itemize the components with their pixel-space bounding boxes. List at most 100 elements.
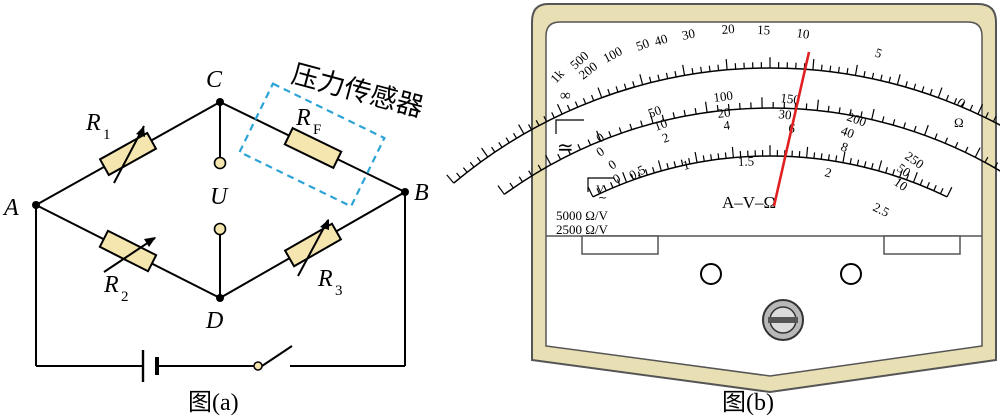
ohm-tick [846, 68, 849, 75]
r2-adjust-arrow [103, 237, 156, 273]
ac-tick [933, 184, 937, 191]
dc-tick [871, 108, 875, 120]
ac-tick [630, 173, 634, 180]
ac-wave: ~ [598, 191, 607, 204]
ohm-tick [566, 104, 571, 111]
meter-face [545, 21, 983, 377]
ac-tick [863, 161, 867, 168]
node-b-dot [401, 188, 409, 196]
svg-text:R: R [103, 272, 119, 298]
node-a-dot [32, 201, 40, 209]
scale-ticks [446, 57, 999, 198]
ac-tick [731, 146, 734, 158]
ac-tick [856, 159, 860, 166]
ac-tick [806, 146, 809, 158]
ohm-tick [725, 59, 728, 70]
ac-tick [688, 158, 691, 165]
ohm-tick [590, 94, 595, 101]
ohm-tick [717, 64, 720, 71]
ac-symbol: V [596, 182, 605, 196]
ohm-tick [535, 120, 540, 126]
svg-text:200: 200 [845, 109, 868, 130]
ohm-label-5: 5 [873, 45, 884, 61]
ohm-tick [543, 116, 548, 122]
svg-text:20: 20 [717, 105, 732, 121]
dc-tick [944, 137, 949, 144]
ac-scale-labels: 0 0.5 1 1.5 2 2.5 [610, 153, 892, 219]
ohm-tick [992, 116, 997, 122]
ohm-tick [921, 86, 925, 93]
ohm-tick [829, 65, 832, 72]
r3-arrow-head [320, 219, 329, 230]
ohm-tick [639, 74, 644, 85]
ac-tick [622, 172, 628, 183]
ohm-tick [937, 87, 943, 98]
ac-tick [587, 186, 594, 198]
resistor-r2 [98, 229, 158, 273]
ac-tick [694, 151, 698, 163]
dc-tick [974, 147, 981, 158]
dc-tick [994, 162, 999, 169]
ac-tick [673, 161, 677, 168]
dc-tick [984, 156, 989, 163]
node-c-dot [216, 98, 224, 106]
ohm-tick [657, 74, 660, 81]
ohm-tick [929, 88, 933, 96]
r3-adjust-arrow [297, 219, 329, 277]
ohm-tick [456, 172, 461, 179]
ohm-tick [977, 104, 984, 115]
ac-tick [878, 160, 883, 172]
jack-right [840, 263, 862, 285]
dc-tick [649, 112, 654, 124]
caption-b: 图(b) [722, 390, 774, 416]
ac-tick [710, 154, 713, 161]
dc-tick [816, 99, 819, 111]
dc-tick [640, 120, 643, 127]
ohm-tick [913, 83, 917, 90]
ohm-tick [682, 64, 686, 76]
dc-tick [672, 112, 676, 119]
ac-tick [644, 169, 648, 176]
svg-text:30: 30 [778, 106, 793, 122]
label-node-b: B [414, 180, 429, 206]
multimeter: ∞ 1k 500 200 100 50 40 30 20 15 10 5 0 Ω… [446, 3, 1000, 394]
ohm-tick [985, 112, 989, 119]
ohm-tick [896, 74, 901, 85]
ac-tick [717, 153, 720, 160]
ohm-tick [597, 87, 603, 98]
ohm-tick [674, 71, 677, 78]
svg-text:R: R [295, 105, 311, 131]
ac-tick [849, 158, 852, 165]
caption-a: 图(a) [188, 390, 239, 416]
label-node-c: C [206, 67, 223, 93]
label-r3: R 3 [317, 266, 343, 299]
node-d-dot [216, 294, 224, 302]
ohm-label-40: 40 [652, 31, 669, 49]
dc-tick [849, 109, 852, 116]
svg-text:R: R [85, 110, 101, 136]
svg-text:10: 10 [652, 115, 669, 134]
ac-tick [680, 159, 684, 166]
ohm-tick [945, 94, 950, 101]
label-rf: R F [295, 105, 321, 138]
dc-tick [964, 146, 969, 153]
ohm-tick [607, 88, 611, 96]
terminal-upper [213, 156, 227, 170]
dc-tick [892, 119, 896, 126]
ohm-tick [708, 65, 711, 72]
ohm-tick [953, 98, 958, 105]
ohm-tick [512, 132, 518, 139]
ohm-scale-arc [453, 67, 1000, 184]
dc-tick [881, 116, 885, 123]
dc-tick [924, 124, 929, 136]
switch-blade [261, 345, 293, 367]
r1-adjust-arrow [113, 125, 145, 184]
resistor-r1 [98, 131, 158, 177]
ac-tick [912, 172, 918, 183]
dc-tick [518, 176, 524, 183]
ohm-tick [820, 64, 823, 71]
ac-tick [657, 160, 662, 172]
dc-tick [577, 143, 581, 150]
ohm-tick [969, 104, 974, 111]
